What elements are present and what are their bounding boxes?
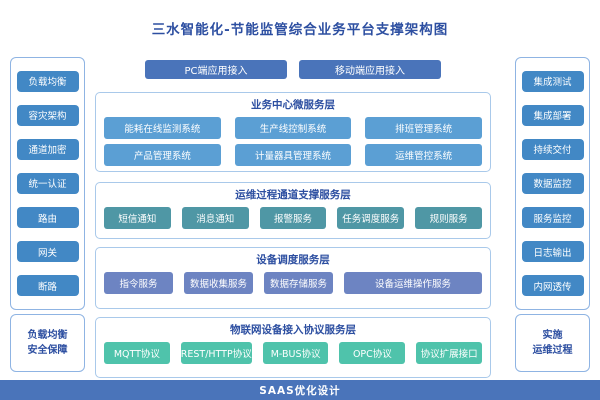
service-row: 产品管理系统 计量器具管理系统 运维管控系统 <box>104 144 483 166</box>
protocol-chip-rest-http[interactable]: REST/HTTP协议 <box>180 342 252 364</box>
service-row: 短信通知 消息通知 报警服务 任务调度服务 规则服务 <box>104 207 482 232</box>
service-chip-command-service[interactable]: 指令服务 <box>104 272 173 294</box>
sidebar-item-circuit-break[interactable]: 断路 <box>16 275 79 297</box>
sidebar-item-integration-test[interactable]: 集成测试 <box>521 70 584 92</box>
layer-title: 运维过程通道支撑服务层 <box>235 189 351 201</box>
service-chip-production-control[interactable]: 生产线控制系统 <box>234 117 352 139</box>
protocol-chip-extension[interactable]: 协议扩展接口 <box>416 342 483 364</box>
service-chip-alarm-service[interactable]: 报警服务 <box>259 207 327 229</box>
mobile-access-button[interactable]: 移动端应用接入 <box>299 60 441 79</box>
sidebar-item-disaster-recovery[interactable]: 容灾架构 <box>16 104 79 126</box>
sidebar-item-log-output[interactable]: 日志输出 <box>521 241 584 263</box>
layer-title: 业务中心微服务层 <box>251 99 335 111</box>
protocol-chip-mqtt[interactable]: MQTT协议 <box>104 342 170 364</box>
sidebar-item-channel-encryption[interactable]: 通道加密 <box>16 138 79 160</box>
service-chip-data-collection[interactable]: 数据收集服务 <box>184 272 253 294</box>
sidebar-item-routing[interactable]: 路由 <box>16 207 79 229</box>
layer-iot-protocol-services: 物联网设备接入协议服务层 MQTT协议 REST/HTTP协议 M-BUS协议 … <box>95 317 491 378</box>
saas-footer-bar: SAAS优化设计 <box>0 380 600 400</box>
right-footer-box: 实施 运维过程 <box>515 314 590 372</box>
service-row: 指令服务 数据收集服务 数据存储服务 设备运维操作服务 <box>104 272 482 302</box>
service-row: MQTT协议 REST/HTTP协议 M-BUS协议 OPC协议 协议扩展接口 <box>104 342 483 371</box>
layer-title: 物联网设备接入协议服务层 <box>230 324 356 336</box>
service-chip-meter-management[interactable]: 计量器具管理系统 <box>234 144 352 166</box>
service-chip-rule-service[interactable]: 规则服务 <box>415 207 482 229</box>
layer-device-scheduling-services: 设备调度服务层 指令服务 数据收集服务 数据存储服务 设备运维操作服务 <box>95 247 491 309</box>
service-row: 能耗在线监测系统 生产线控制系统 排班管理系统 <box>104 117 483 139</box>
left-footer-line2: 安全保障 <box>27 345 68 356</box>
sidebar-item-gateway[interactable]: 网关 <box>16 241 79 263</box>
right-sidebar-panel: 集成测试 集成部署 持续交付 数据监控 服务监控 日志输出 内网透传 <box>515 57 590 310</box>
sidebar-item-intranet-passthrough[interactable]: 内网透传 <box>521 275 584 297</box>
left-footer-box: 负载均衡 安全保障 <box>10 314 85 372</box>
app-access-row: PC端应用接入 移动端应用接入 <box>95 60 491 79</box>
layer-title: 设备调度服务层 <box>256 254 330 266</box>
left-footer-line1: 负载均衡 <box>27 330 68 341</box>
sidebar-item-integration-deploy[interactable]: 集成部署 <box>521 104 584 126</box>
layer-channel-support-services: 运维过程通道支撑服务层 短信通知 消息通知 报警服务 任务调度服务 规则服务 <box>95 182 491 239</box>
service-chip-shift-management[interactable]: 排班管理系统 <box>365 117 483 139</box>
sidebar-item-data-monitoring[interactable]: 数据监控 <box>521 172 584 194</box>
sidebar-item-load-balancing[interactable]: 负载均衡 <box>16 70 79 92</box>
right-footer-line1: 实施 <box>542 330 563 341</box>
protocol-chip-mbus[interactable]: M-BUS协议 <box>262 342 329 364</box>
protocol-chip-opc[interactable]: OPC协议 <box>339 342 406 364</box>
page-title: 三水智能化-节能监管综合业务平台支撑架构图 <box>151 22 449 38</box>
service-chip-energy-monitoring[interactable]: 能耗在线监测系统 <box>104 117 221 139</box>
service-chip-task-scheduling[interactable]: 任务调度服务 <box>337 207 405 229</box>
sidebar-item-service-monitoring[interactable]: 服务监控 <box>521 207 584 229</box>
right-footer-line2: 运维过程 <box>532 345 573 356</box>
service-chip-message-notify[interactable]: 消息通知 <box>181 207 249 229</box>
left-sidebar-panel: 负载均衡 容灾架构 通道加密 统一认证 路由 网关 断路 <box>10 57 85 310</box>
service-chip-om-control[interactable]: 运维管控系统 <box>365 144 483 166</box>
layer-business-microservices: 业务中心微服务层 能耗在线监测系统 生产线控制系统 排班管理系统 产品管理系统 … <box>95 92 491 172</box>
service-chip-data-storage[interactable]: 数据存储服务 <box>264 272 333 294</box>
pc-access-button[interactable]: PC端应用接入 <box>145 60 287 79</box>
service-chip-product-management[interactable]: 产品管理系统 <box>104 144 221 166</box>
service-chip-sms-notify[interactable]: 短信通知 <box>104 207 171 229</box>
sidebar-item-unified-auth[interactable]: 统一认证 <box>16 172 79 194</box>
service-chip-device-om-operation[interactable]: 设备运维操作服务 <box>344 272 482 294</box>
sidebar-item-continuous-delivery[interactable]: 持续交付 <box>521 138 584 160</box>
